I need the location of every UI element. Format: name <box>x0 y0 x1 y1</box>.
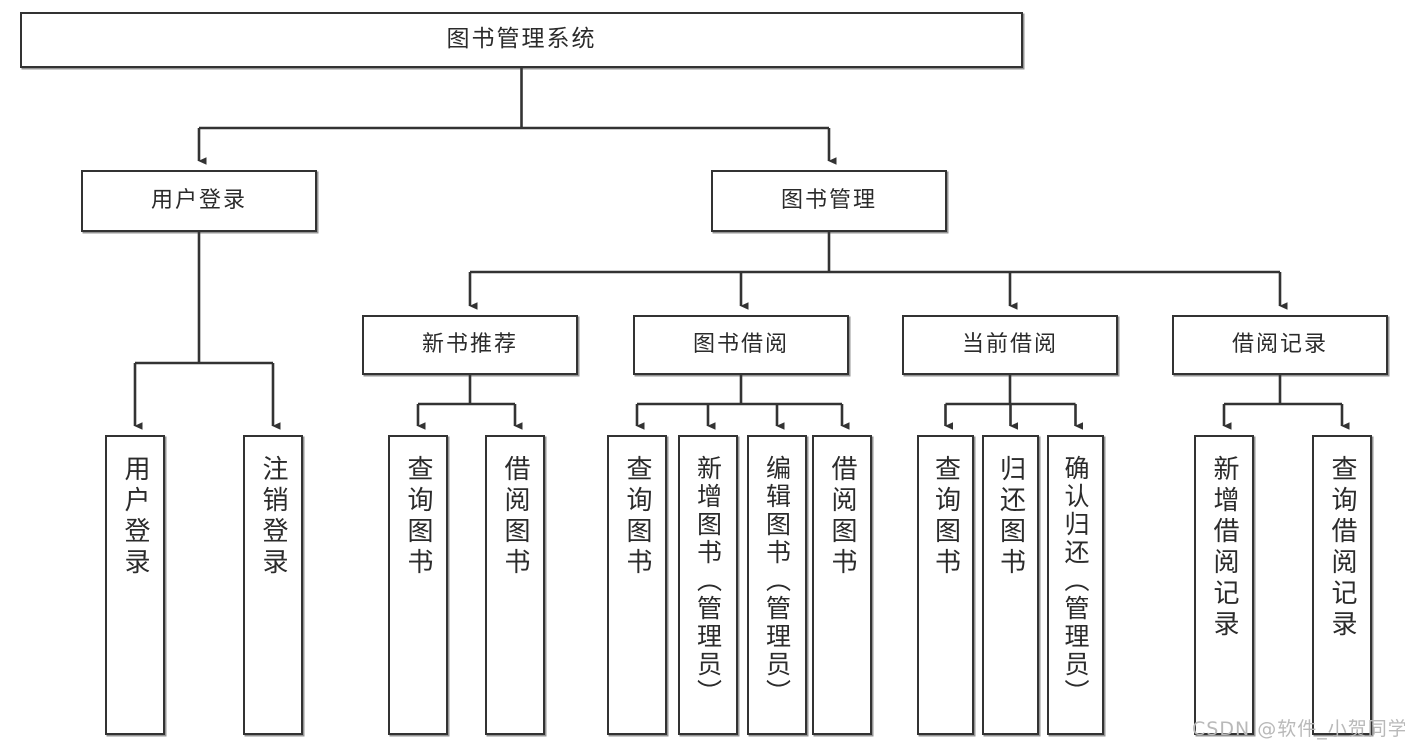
node-label: 新增图书（管理员） <box>693 455 723 707</box>
node-leaf-add-book[interactable]: 新增图书（管理员） <box>678 435 738 735</box>
node-label: 用户登录 <box>120 455 150 579</box>
node-leaf-edit-book[interactable]: 编辑图书（管理员） <box>747 435 807 735</box>
node-user-login[interactable]: 用户登录 <box>81 170 317 232</box>
node-label: 注销登录 <box>258 455 288 579</box>
node-leaf-borrow-book-2[interactable]: 借阅图书 <box>812 435 872 735</box>
node-leaf-add-record[interactable]: 新增借阅记录 <box>1194 435 1254 735</box>
node-leaf-query-book-1[interactable]: 查询图书 <box>388 435 448 735</box>
node-label: 查询图书 <box>403 455 433 579</box>
node-leaf-confirm-return[interactable]: 确认归还（管理员） <box>1047 435 1104 735</box>
node-leaf-borrow-book-1[interactable]: 借阅图书 <box>485 435 545 735</box>
node-label: 新增借阅记录 <box>1209 455 1239 641</box>
node-label: 编辑图书（管理员） <box>762 455 792 707</box>
node-label: 图书管理 <box>780 188 877 214</box>
node-label: 确认归还（管理员） <box>1061 455 1090 707</box>
node-leaf-query-book-2[interactable]: 查询图书 <box>607 435 667 735</box>
node-label: 查询借阅记录 <box>1327 455 1357 641</box>
node-label: 新书推荐 <box>421 332 518 358</box>
node-book-borrow[interactable]: 图书借阅 <box>633 315 849 375</box>
node-label: 借阅图书 <box>827 455 857 579</box>
csdn-watermark: CSDN @软件_小贺同学 <box>1192 718 1405 740</box>
node-label: 查询图书 <box>930 455 961 579</box>
node-label: 图书管理系统 <box>446 26 597 53</box>
node-label: 当前借阅 <box>961 332 1058 358</box>
node-root[interactable]: 图书管理系统 <box>20 12 1023 68</box>
node-label: 借阅记录 <box>1231 332 1328 358</box>
node-leaf-user-logout[interactable]: 注销登录 <box>243 435 303 735</box>
node-current-borrow[interactable]: 当前借阅 <box>902 315 1118 375</box>
node-label: 归还图书 <box>995 455 1026 579</box>
node-leaf-query-record[interactable]: 查询借阅记录 <box>1312 435 1372 735</box>
node-label: 图书借阅 <box>692 332 789 358</box>
node-label: 查询图书 <box>622 455 652 579</box>
node-borrow-record[interactable]: 借阅记录 <box>1172 315 1388 375</box>
node-label: 用户登录 <box>150 188 247 214</box>
node-leaf-user-login[interactable]: 用户登录 <box>105 435 165 735</box>
node-label: 借阅图书 <box>500 455 530 579</box>
node-leaf-return-book[interactable]: 归还图书 <box>982 435 1039 735</box>
node-new-book-rec[interactable]: 新书推荐 <box>362 315 578 375</box>
node-leaf-query-book-3[interactable]: 查询图书 <box>917 435 974 735</box>
node-book-manage[interactable]: 图书管理 <box>711 170 947 232</box>
